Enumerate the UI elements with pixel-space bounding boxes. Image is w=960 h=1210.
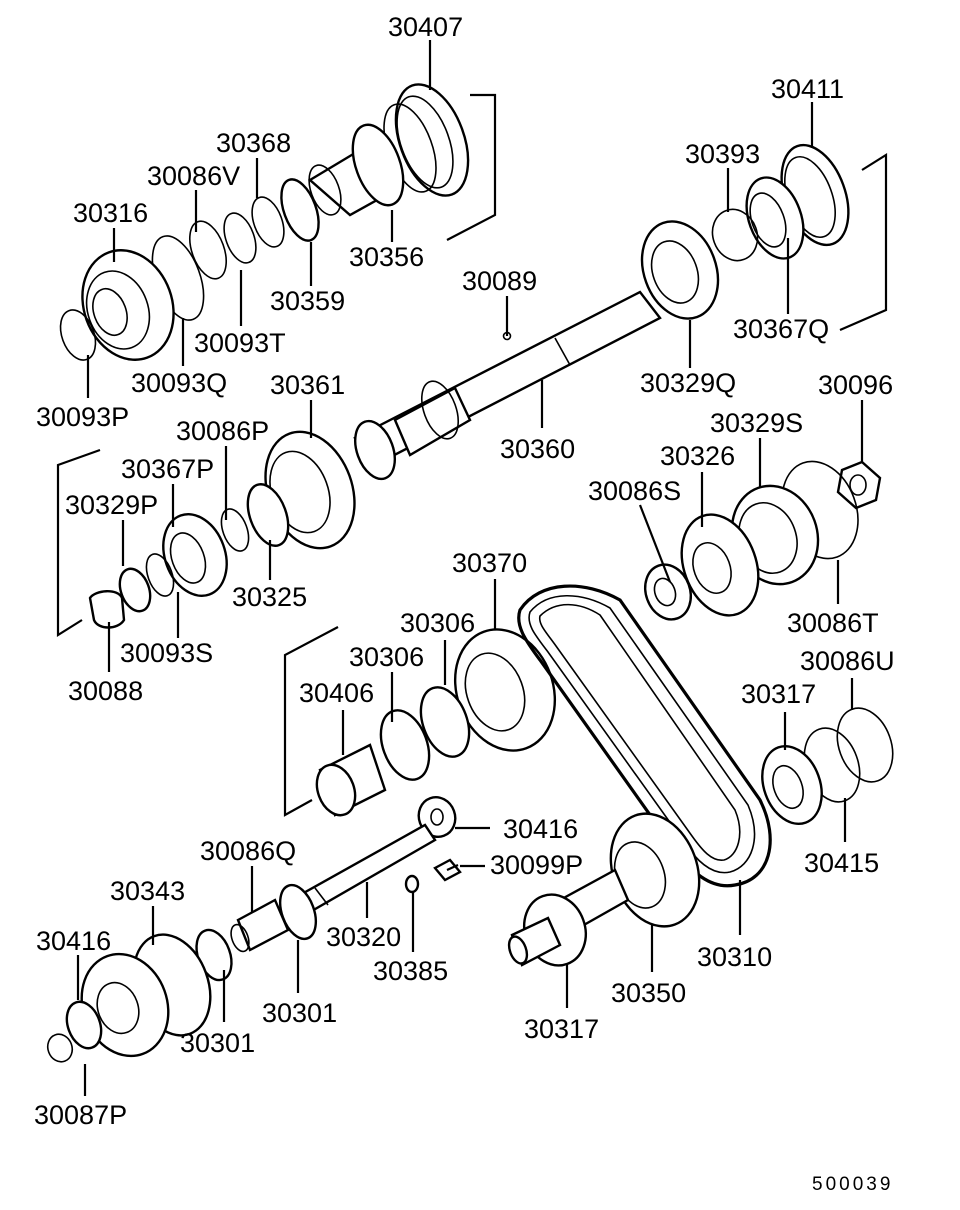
label-30326: 30326 [660,441,735,471]
label-30329P: 30329P [65,490,158,520]
label-30086S: 30086S [588,476,681,506]
label-30393: 30393 [685,139,760,169]
label-30367P: 30367P [121,454,214,484]
label-30306-upper: 30306 [400,608,475,638]
label-30301-right: 30301 [262,998,337,1028]
label-30096: 30096 [818,370,893,400]
label-30361: 30361 [270,370,345,400]
part-labels: 30407 30411 30368 30393 30086V 30316 303… [34,12,895,1195]
label-30093S: 30093S [120,638,213,668]
label-30301-left: 30301 [180,1028,255,1058]
label-30099P: 30099P [490,850,583,880]
diagram-code: 500039 [812,1174,893,1195]
drive-chain-group [283,584,772,888]
output-flange-group [644,460,882,621]
label-30093Q: 30093Q [131,368,227,398]
label-30411: 30411 [771,74,844,104]
label-30093T: 30093T [194,328,286,358]
label-30367Q: 30367Q [733,314,829,344]
label-30317-upper: 30317 [741,679,816,709]
label-30316: 30316 [73,198,148,228]
input-shaft-group [59,83,497,361]
idler-gear-group [46,796,462,1063]
label-30359: 30359 [270,286,345,316]
leader-lines [76,40,864,1096]
label-30306-lower: 30306 [349,642,424,672]
main-shaft-group [353,143,888,481]
label-30086Q: 30086Q [200,836,296,866]
label-30317-lower: 30317 [524,1014,599,1044]
label-30343: 30343 [110,876,185,906]
front-output-group [507,707,894,967]
label-30086P: 30086P [176,416,269,446]
label-30093P: 30093P [36,402,129,432]
label-30415: 30415 [804,848,879,878]
label-30086U: 30086U [800,646,895,676]
label-30088: 30088 [68,676,143,706]
label-30089: 30089 [462,266,537,296]
label-30086V: 30086V [147,161,240,191]
label-30385: 30385 [373,956,448,986]
label-30406: 30406 [299,678,374,708]
label-30325: 30325 [232,582,307,612]
label-30329Q: 30329Q [640,368,736,398]
label-30320: 30320 [326,922,401,952]
label-30407: 30407 [388,12,463,42]
label-30350: 30350 [611,978,686,1008]
label-30086T: 30086T [787,608,879,638]
label-30360: 30360 [500,434,575,464]
label-30310: 30310 [697,942,772,972]
label-30416-lower: 30416 [36,926,111,956]
label-30329S: 30329S [710,408,803,438]
label-30087P: 30087P [34,1100,127,1130]
label-30368: 30368 [216,128,291,158]
label-30416-upper: 30416 [503,814,578,844]
label-30356: 30356 [349,242,424,272]
counter-gear-group [56,430,356,637]
label-30370: 30370 [452,548,527,578]
